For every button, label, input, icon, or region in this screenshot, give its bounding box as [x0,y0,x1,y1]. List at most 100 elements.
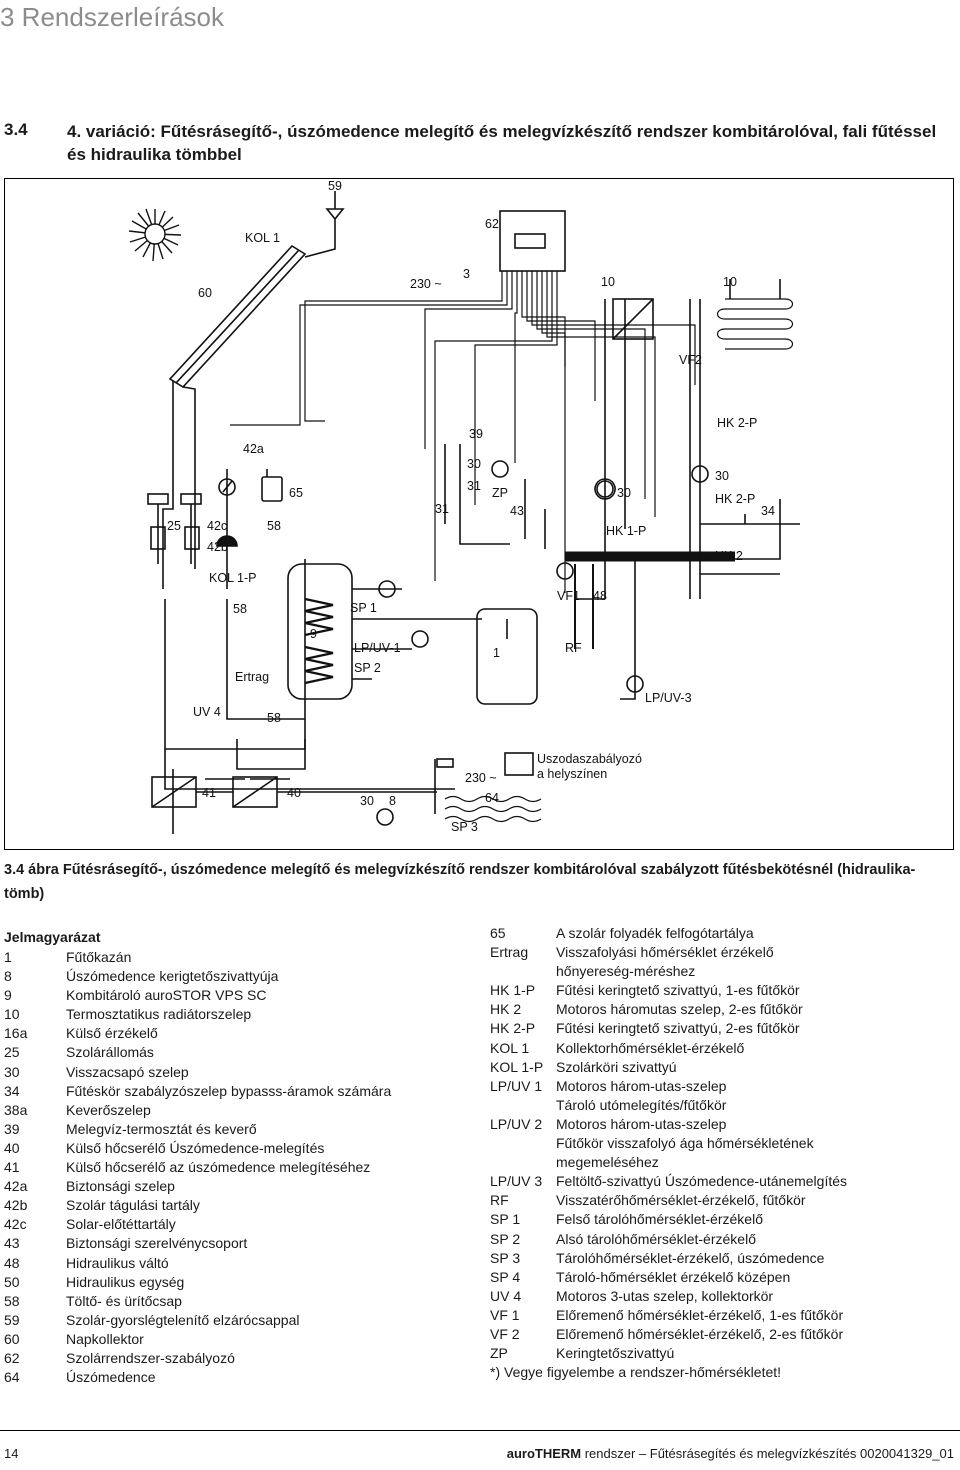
label-hk2p-mid: HK 2-P [715,492,756,506]
legend-description: Fűtési keringtető szivattyú, 1-es fűtőkö… [556,982,800,999]
label-59: 59 [328,179,342,193]
legend-key: 39 [4,1120,20,1137]
legend-description: Motoros háromutas szelep, 2-es fűtőkör [556,1001,803,1018]
legend-key: 42c [4,1216,27,1233]
label-3: 3 [463,267,470,281]
legend-description: Keverőszelep [66,1101,151,1118]
legend-description: Visszafolyási hőmérséklet érzékelő [556,944,774,961]
legend-key: LP/UV 2 [490,1115,543,1132]
label-25: 25 [167,519,181,533]
chapter-header: 3 Rendszerleírások [0,2,224,32]
figure-caption: 3.4 ábra Fűtésrásegítő-, úszómedence mel… [4,862,916,902]
legend-key: 41 [4,1159,20,1176]
legend-key: 43 [4,1235,20,1252]
legend-key: 42a [4,1178,28,1195]
legend-description: Tároló utómelegítés/fűtőkör [556,1096,727,1113]
label-58-c: 58 [267,711,281,725]
section-title: 4. variáció: Fűtésrásegítő-, úszómedence… [67,122,937,164]
label-sp2: SP 2 [354,661,381,675]
label-8: 8 [389,794,396,808]
label-58-b: 58 [233,602,247,616]
label-31-a: 31 [467,479,481,493]
legend-key: KOL 1-P [490,1058,544,1075]
label-hk2p-top: HK 2-P [717,416,758,430]
legend-description: Szolár-gyorslégtelenítő elzárócsappal [66,1311,300,1328]
legend-item: 38a Keverőszelep [4,1101,474,1120]
label-uv4: UV 4 [193,705,221,719]
system-schematic: 59 KOL 1 62 60 230 ~ 3 10 10 VF2 HK 2-P … [4,178,954,850]
legend-description: Szolárrendszer-szabályozó [66,1349,235,1366]
label-1: 1 [493,646,500,660]
legend-description: Töltő- és ürítőcsap [66,1292,182,1309]
legend-key: SP 4 [490,1268,521,1285]
legend-item: megemeléséhez [490,1153,956,1172]
legend-item: Fűtőkör visszafolyó ága hőmérsékletének [490,1134,956,1153]
legend-description: Motoros három-utas-szelep [556,1115,727,1132]
label-230-top: 230 ~ [410,277,442,291]
legend-key: LP/UV 3 [490,1173,543,1190]
legend-description: Motoros 3-utas szelep, kollektorkör [556,1287,774,1304]
legend-description: Úszómedence kerigtetőszivattyúja [66,968,279,985]
label-48: 48 [593,589,607,603]
legend-key [490,962,556,981]
legend-description: Motoros három-utas-szelep [556,1077,727,1094]
legend-key: SP 3 [490,1249,521,1266]
label-vf2: VF2 [679,353,702,367]
legend-description: Külső hőcserélő Úszómedence-melegítés [66,1139,325,1156]
label-9: 9 [310,627,317,641]
legend-key: 34 [4,1082,20,1099]
legend-description: A szolár folyadék felfogótartálya [556,925,754,941]
legend-key: Ertrag [490,944,529,961]
legend-key [490,1134,556,1153]
legend-description: Felső tárolóhőmérséklet-érzékelő [556,1211,763,1228]
legend-key: RF [490,1192,509,1209]
legend-key: 42b [4,1197,28,1214]
label-10-b: 10 [723,275,737,289]
legend-description: Fűtőkör visszafolyó ága hőmérsékletének [556,1135,814,1152]
legend-description: hőnyereség-méréshez [556,963,696,980]
legend-key: 38a [4,1101,28,1118]
legend-description: Feltöltő-szivattyú Úszómedence-utánemelg… [556,1173,848,1190]
legend-description: Termosztatikus radiátorszelep [66,1006,252,1023]
legend-item: Ertrag Visszafolyási hőmérséklet érzékelő [490,943,956,962]
legend-item: 65 A szolár folyadék felfogótartálya [490,924,956,943]
footer-text: auroTHERM rendszer – Fűtésrásegítés és m… [507,1446,954,1461]
label-42a: 42a [243,442,264,456]
schematic-drawing [128,191,800,834]
label-60: 60 [198,286,212,300]
legend-description: Fűtési keringtető szivattyú, 2-es fűtőkö… [556,1020,800,1037]
legend-key: 65 [490,925,506,941]
legend-description: Külső hőcserélő az úszómedence melegítés… [66,1159,371,1176]
sun-icon [128,208,182,262]
legend-description: Napkollektor [66,1330,144,1347]
legend-description: Kombitároló auroSTOR VPS SC [66,987,267,1004]
legend-title: Jelmagyarázat [4,929,101,945]
label-hk1p: HK 1-P [606,524,647,538]
label-30-d: 30 [360,794,374,808]
label-42c: 42c [207,519,228,533]
legend-description: Visszacsapó szelep [66,1063,189,1080]
